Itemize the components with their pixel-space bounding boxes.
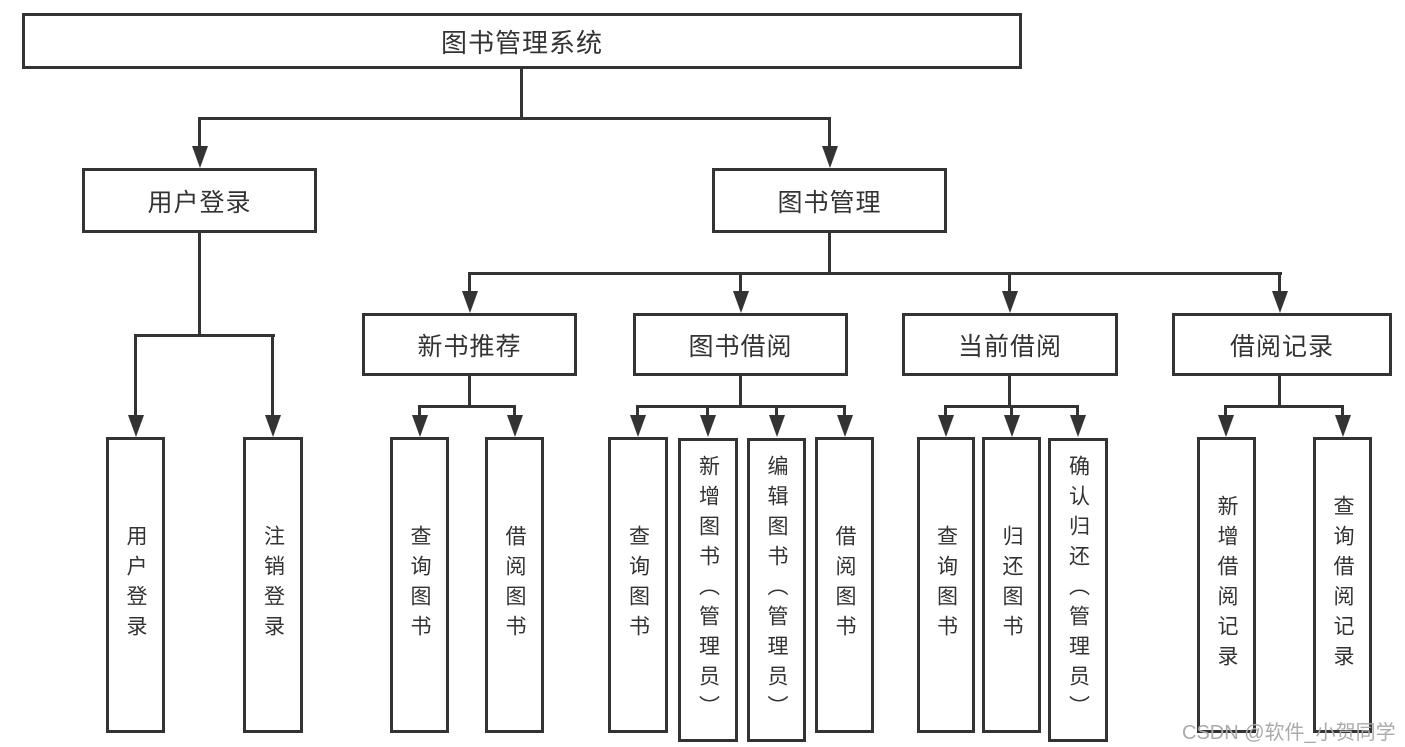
connector-hline (134, 334, 275, 337)
node-new-book-recommend: 新书推荐 (362, 313, 577, 376)
node-user-login-label: 用户登录 (147, 188, 252, 217)
connector-vline (828, 233, 831, 275)
connector-vline (1341, 405, 1344, 420)
node-new-book-recommend-label: 新书推荐 (417, 332, 522, 361)
connector-vline (134, 334, 137, 420)
connector-arrowhead (1271, 291, 1288, 313)
connector-arrowhead (411, 415, 428, 437)
connector-arrowhead (837, 415, 853, 437)
connector-arrowhead (1334, 415, 1351, 437)
leaf-add-book-admin-label: 新增图书（管理员） (696, 455, 720, 725)
connector-vline (468, 376, 471, 408)
leaf-query-borrow-record: 查询借阅记录 (1313, 437, 1372, 733)
connector-vline (1010, 405, 1013, 420)
connector-hline (1224, 405, 1344, 408)
connector-arrowhead (938, 415, 954, 437)
leaf-query-book-2: 查询图书 (608, 437, 668, 733)
connector-vline (843, 405, 846, 420)
connector-arrowhead (821, 146, 838, 168)
connector-arrowhead (127, 415, 144, 437)
leaf-query-book-3-label: 查询图书 (934, 525, 958, 645)
node-book-management: 图书管理 (712, 168, 947, 233)
connector-arrowhead (1069, 415, 1086, 437)
connector-hline (468, 272, 1282, 275)
leaf-logout: 注销登录 (243, 437, 303, 733)
node-book-borrow-label: 图书借阅 (688, 332, 793, 361)
connector-arrowhead (1003, 415, 1020, 437)
connector-vline (739, 272, 742, 295)
connector-vline (418, 405, 421, 420)
connector-arrowhead (699, 415, 716, 437)
connector-arrowhead (461, 291, 478, 313)
node-root: 图书管理系统 (22, 13, 1022, 69)
leaf-user-login: 用户登录 (106, 437, 165, 733)
leaf-query-borrow-record-label: 查询借阅记录 (1331, 495, 1354, 675)
node-borrow-record-label: 借阅记录 (1229, 332, 1334, 361)
connector-vline (1008, 376, 1011, 408)
leaf-borrow-book-1-label: 借阅图书 (503, 525, 526, 645)
connector-vline (636, 405, 639, 420)
node-current-borrow-label: 当前借阅 (957, 332, 1062, 361)
connector-arrowhead (630, 415, 646, 437)
leaf-borrow-book-2-label: 借阅图书 (833, 525, 856, 645)
node-root-label: 图书管理系统 (440, 27, 603, 58)
connector-vline (1076, 405, 1079, 420)
connector-vline (828, 117, 831, 149)
connector-vline (706, 405, 709, 420)
connector-vline (198, 117, 201, 149)
leaf-return-book-label: 归还图书 (1000, 525, 1023, 645)
connector-vline (520, 69, 523, 120)
leaf-return-book: 归还图书 (982, 437, 1041, 733)
connector-arrowhead (732, 291, 749, 313)
leaf-query-book-1: 查询图书 (390, 437, 449, 733)
connector-vline (198, 233, 201, 337)
connector-vline (1224, 405, 1227, 420)
leaf-borrow-book-2: 借阅图书 (815, 437, 874, 733)
connector-vline (944, 405, 947, 420)
node-book-borrow: 图书借阅 (633, 313, 848, 376)
leaf-logout-label: 注销登录 (261, 525, 285, 645)
connector-arrowhead (264, 415, 281, 437)
leaf-edit-book-admin: 编辑图书（管理员） (747, 438, 806, 742)
connector-hline (636, 405, 846, 408)
connector-arrowhead (1218, 415, 1234, 437)
connector-vline (1008, 272, 1011, 295)
connector-vline (739, 376, 742, 408)
leaf-edit-book-admin-label: 编辑图书（管理员） (765, 455, 788, 725)
connector-arrowhead (191, 146, 208, 168)
leaf-query-book-3: 查询图书 (917, 437, 975, 733)
connector-vline (468, 272, 471, 295)
connector-arrowhead (1001, 291, 1018, 313)
leaf-user-login-label: 用户登录 (124, 525, 147, 645)
connector-vline (513, 405, 516, 420)
connector-vline (1278, 376, 1281, 408)
leaf-confirm-return-admin-label: 确认归还（管理员） (1066, 455, 1090, 725)
connector-vline (271, 334, 274, 420)
connector-hline (198, 117, 831, 120)
connector-arrowhead (768, 415, 785, 437)
leaf-add-book-admin: 新增图书（管理员） (678, 438, 738, 742)
connector-hline (418, 405, 516, 408)
node-book-management-label: 图书管理 (777, 188, 882, 217)
leaf-borrow-book-1: 借阅图书 (485, 437, 544, 733)
leaf-query-book-1-label: 查询图书 (408, 525, 431, 645)
node-current-borrow: 当前借阅 (902, 313, 1118, 376)
connector-vline (1278, 272, 1281, 295)
leaf-add-borrow-record-label: 新增借阅记录 (1215, 495, 1238, 675)
node-borrow-record: 借阅记录 (1172, 313, 1392, 376)
node-user-login: 用户登录 (82, 168, 317, 233)
leaf-confirm-return-admin: 确认归还（管理员） (1048, 438, 1108, 742)
csdn-watermark: CSDN @软件_小贺同学 (1182, 722, 1396, 744)
connector-vline (775, 405, 778, 420)
leaf-query-book-2-label: 查询图书 (626, 525, 650, 645)
leaf-add-borrow-record: 新增借阅记录 (1197, 437, 1256, 733)
connector-arrowhead (506, 415, 523, 437)
